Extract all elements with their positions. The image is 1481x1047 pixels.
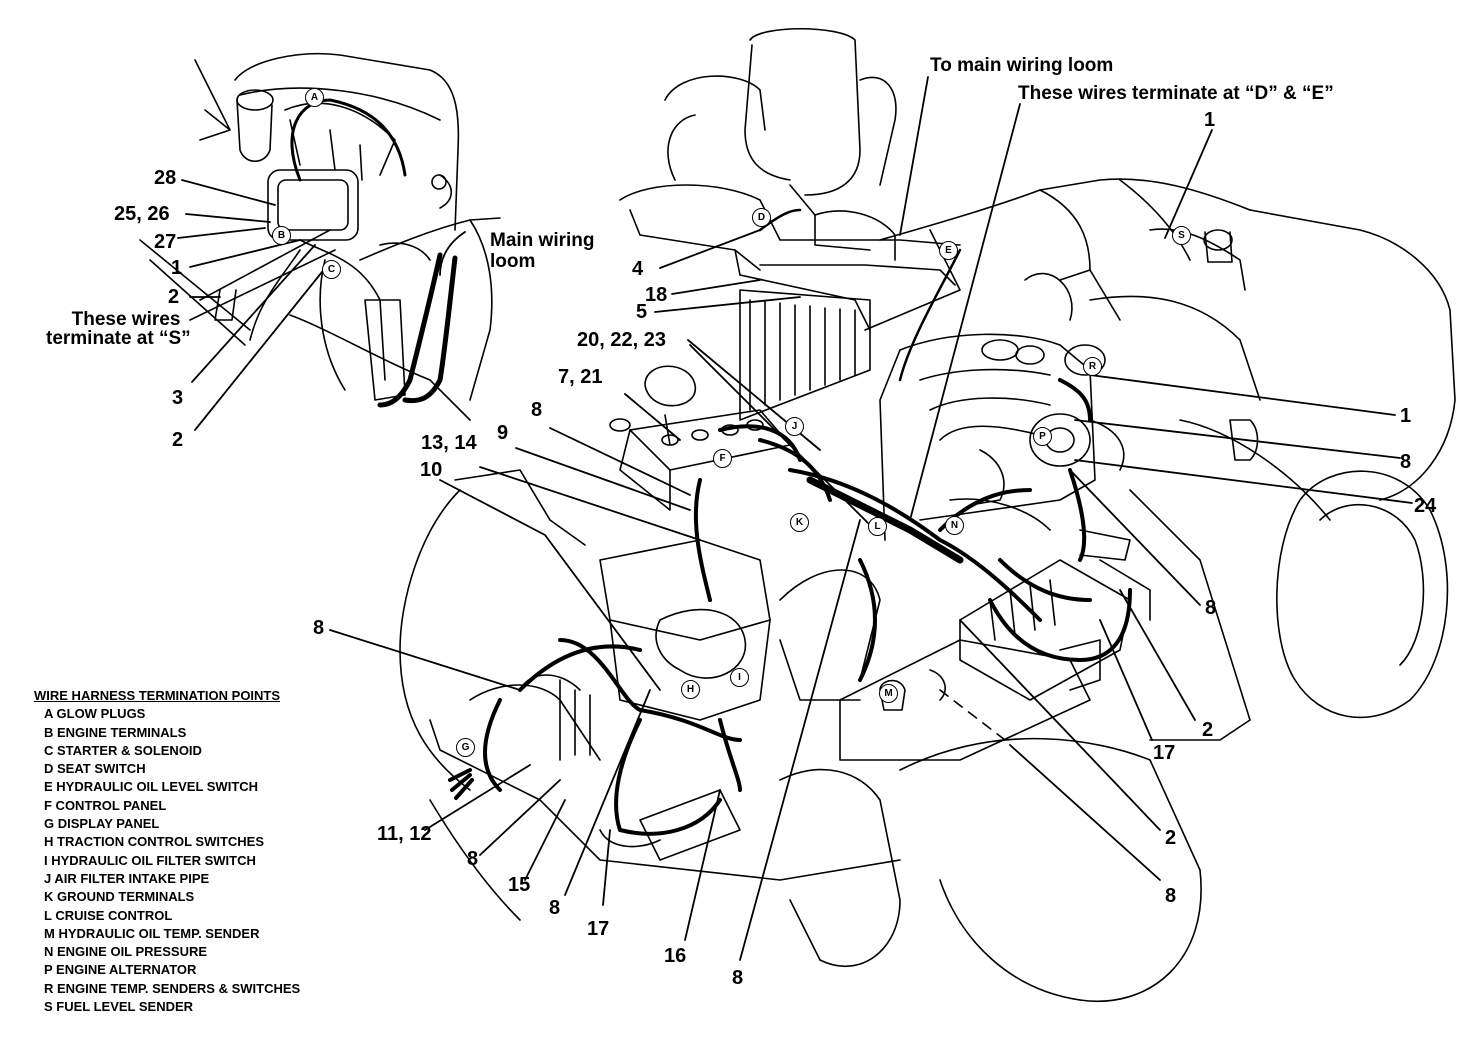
label-4: 4 [632, 258, 644, 280]
label-15: 15 [508, 874, 531, 896]
label-24: 24 [1414, 495, 1437, 517]
callout-i: I [730, 668, 749, 687]
callout-n: N [945, 516, 964, 535]
label-20-22-23: 20, 22, 23 [577, 329, 666, 351]
label-3: 3 [172, 387, 184, 409]
legend-item: K GROUND TERMINALS [44, 889, 195, 905]
legend-title: WIRE HARNESS TERMINATION POINTS [34, 688, 281, 703]
label-2-lower-right: 2 [1165, 827, 1177, 849]
legend-item: F CONTROL PANEL [44, 797, 167, 813]
legend-item: S FUEL LEVEL SENDER [44, 999, 194, 1015]
label-8-upper: 8 [531, 399, 543, 421]
legend-item: N ENGINE OIL PRESSURE [44, 944, 208, 960]
label-8-right-mid: 8 [1205, 597, 1217, 619]
label-17-bottom: 17 [587, 918, 610, 940]
label-8-right: 8 [1400, 451, 1412, 473]
label-16: 16 [664, 945, 687, 967]
callout-a: A [305, 88, 324, 107]
legend-item: E HYDRAULIC OIL LEVEL SWITCH [44, 779, 259, 795]
label-28: 28 [154, 167, 177, 189]
legend-item: R ENGINE TEMP. SENDERS & SWITCHES [44, 980, 301, 996]
label-11-12: 11, 12 [377, 823, 432, 845]
label-27: 27 [154, 231, 177, 253]
callout-m: M [879, 684, 898, 703]
legend-item: G DISPLAY PANEL [44, 816, 160, 832]
label-8-bottom-b: 8 [549, 897, 561, 919]
label-18: 18 [645, 284, 668, 306]
radiator-art [609, 289, 871, 511]
note-main-loom-line1: Main wiring [490, 230, 595, 251]
seat-art [619, 28, 961, 331]
callout-p: P [1033, 427, 1052, 446]
label-25-26: 25, 26 [114, 203, 170, 225]
legend-item: A GLOW PLUGS [44, 706, 146, 722]
callout-g: G [456, 738, 475, 757]
callout-r: R [1083, 357, 1102, 376]
legend-item: M HYDRAULIC OIL TEMP. SENDER [44, 925, 260, 941]
label-8-bottom-c: 8 [732, 967, 744, 989]
legend-item: L CRUISE CONTROL [44, 907, 173, 923]
legend-item: C STARTER & SOLENOID [44, 742, 202, 758]
legend-item: I HYDRAULIC OIL FILTER SWITCH [44, 852, 256, 868]
note-to-main-loom: To main wiring loom [930, 55, 1114, 76]
callout-s: S [1172, 226, 1191, 245]
rear-body-art [879, 178, 1456, 741]
note-terminate-s-line1: These wires [71, 309, 181, 330]
callout-l: L [868, 517, 887, 536]
label-7-21: 7, 21 [558, 366, 603, 388]
legend-item: P ENGINE ALTERNATOR [44, 962, 197, 978]
label-10: 10 [420, 459, 443, 481]
note-terminate-d-e: These wires terminate at “D” & “E” [1018, 83, 1334, 104]
note-terminate-s-line2: terminate at “S” [46, 328, 191, 349]
label-8-bottom-a: 8 [467, 848, 479, 870]
legend-item: J AIR FILTER INTAKE PIPE [44, 870, 210, 886]
label-9: 9 [497, 422, 509, 444]
termination-legend: WIRE HARNESS TERMINATION POINTS A GLOW P… [34, 687, 300, 1016]
callout-f: F [713, 449, 732, 468]
label-2-left-bottom: 2 [172, 429, 184, 451]
note-main-loom-line2: loom [490, 251, 536, 272]
label-1-right: 1 [1400, 405, 1412, 427]
label-2-right: 2 [1202, 719, 1214, 741]
callout-k: K [790, 513, 809, 532]
label-2-left-top: 2 [168, 286, 180, 308]
callout-d: D [752, 208, 771, 227]
callout-c: C [322, 260, 341, 279]
label-1-top-right: 1 [1204, 109, 1216, 131]
legend-item: D SEAT SWITCH [44, 761, 146, 777]
callout-b: B [272, 226, 291, 245]
chassis-art [399, 469, 1202, 1002]
label-8-lower-right: 8 [1165, 885, 1177, 907]
legend-item: H TRACTION CONTROL SWITCHES [44, 834, 265, 850]
label-8-left: 8 [313, 617, 325, 639]
label-1-left: 1 [171, 257, 183, 279]
harness-wires-art [448, 208, 1132, 836]
legend-item: B ENGINE TERMINALS [44, 724, 187, 740]
callout-j: J [785, 417, 804, 436]
callout-e: E [939, 241, 958, 260]
label-17-right: 17 [1153, 742, 1176, 764]
label-5: 5 [636, 301, 648, 323]
label-13-14: 13, 14 [421, 432, 477, 454]
callout-h: H [681, 680, 700, 699]
leader-lines [177, 76, 1413, 961]
